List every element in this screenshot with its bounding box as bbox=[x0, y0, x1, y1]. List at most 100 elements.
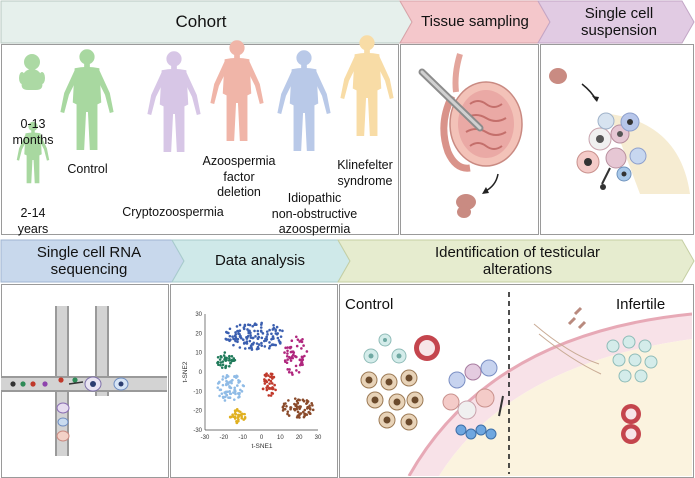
tsne-point bbox=[243, 347, 247, 350]
tsne-point bbox=[311, 408, 315, 412]
tsne-point bbox=[300, 340, 304, 344]
tsne-point bbox=[237, 396, 240, 399]
single-cell-suspension-title: Single cell suspension bbox=[581, 4, 657, 39]
tsne-point bbox=[231, 335, 234, 338]
tsne-point bbox=[263, 339, 266, 343]
tsne-point bbox=[237, 393, 241, 396]
tsne-point bbox=[279, 335, 283, 338]
tsne-point bbox=[295, 344, 299, 348]
tsne-point bbox=[220, 392, 224, 395]
tsne-point bbox=[235, 421, 239, 425]
tsne-point bbox=[226, 375, 230, 378]
tsne-point bbox=[222, 354, 226, 357]
tsne-point bbox=[238, 335, 242, 338]
suspension-illustration bbox=[549, 68, 690, 194]
control-cells bbox=[360, 333, 504, 440]
tsne-point bbox=[225, 330, 228, 334]
tsne-point bbox=[221, 395, 225, 399]
data-analysis-title: Data analysis bbox=[214, 252, 306, 270]
tsne-point bbox=[248, 339, 252, 343]
tsne-point bbox=[274, 329, 278, 333]
tsne-x-tick-label: 20 bbox=[296, 435, 303, 441]
tsne-point bbox=[265, 330, 269, 333]
tsne-point bbox=[251, 324, 254, 328]
tsne-point bbox=[236, 329, 239, 333]
tsne-point bbox=[221, 363, 225, 367]
tsne-point bbox=[278, 328, 282, 332]
tsne-point bbox=[236, 375, 239, 378]
tsne-point bbox=[236, 340, 239, 344]
tsne-point bbox=[265, 380, 269, 384]
tsne-point bbox=[236, 337, 240, 341]
tsne-point bbox=[249, 345, 253, 348]
tsne-point bbox=[285, 404, 288, 408]
tsne-point bbox=[228, 327, 232, 331]
cohort-figures bbox=[16, 35, 394, 184]
tsne-point bbox=[265, 335, 268, 339]
tsne-point bbox=[307, 406, 310, 409]
tsne-point bbox=[233, 334, 237, 338]
tsne-point bbox=[260, 323, 263, 326]
tsne-point bbox=[301, 337, 304, 341]
tsne-point bbox=[266, 384, 269, 388]
tsne-point bbox=[233, 374, 236, 378]
tsne-point bbox=[282, 404, 285, 408]
tsne-point bbox=[301, 363, 304, 367]
tsne-point bbox=[298, 405, 301, 408]
tsne-points bbox=[216, 321, 315, 425]
tsne-point bbox=[268, 328, 271, 332]
tsne-point bbox=[221, 378, 224, 381]
beads bbox=[10, 377, 78, 387]
tsne-point bbox=[266, 333, 269, 336]
tsne-x-tick-label: -10 bbox=[238, 435, 247, 441]
tsne-point bbox=[229, 338, 232, 341]
tsne-point bbox=[232, 343, 235, 347]
tsne-point bbox=[261, 332, 265, 335]
tsne-point bbox=[256, 345, 260, 349]
tsne-point bbox=[298, 407, 301, 411]
tsne-point bbox=[300, 355, 304, 359]
identification-title: Identification of testicular alterations bbox=[434, 243, 601, 278]
tsne-point bbox=[233, 358, 237, 362]
tsne-point bbox=[285, 361, 289, 365]
tsne-point bbox=[288, 368, 291, 371]
tsne-point bbox=[274, 343, 278, 347]
tsne-point bbox=[217, 381, 221, 384]
tsne-point bbox=[226, 390, 229, 394]
tsne-point bbox=[216, 386, 220, 389]
tsne-xlabel: t-SNE1 bbox=[252, 443, 273, 450]
tsne-point bbox=[296, 402, 299, 405]
tsne-point bbox=[249, 336, 253, 339]
tsne-point bbox=[225, 356, 228, 360]
tissue-piece bbox=[456, 194, 476, 210]
tsne-point bbox=[260, 336, 264, 340]
tsne-point bbox=[248, 329, 251, 333]
tsne-point bbox=[260, 341, 263, 345]
tsne-point bbox=[264, 374, 268, 378]
tsne-point bbox=[227, 364, 231, 368]
tsne-point bbox=[301, 398, 305, 402]
tsne-point bbox=[291, 355, 294, 358]
tsne-point bbox=[234, 392, 237, 396]
tsne-point bbox=[274, 332, 278, 335]
tsne-point bbox=[289, 359, 293, 362]
tsne-point bbox=[254, 335, 257, 338]
data-analysis-panel bbox=[170, 284, 338, 478]
tsne-point bbox=[256, 329, 260, 333]
tsne-y-tick-label: 20 bbox=[195, 331, 202, 337]
tsne-point bbox=[286, 358, 289, 361]
tsne-point bbox=[228, 334, 232, 338]
tsne-x-tick-label: -30 bbox=[201, 435, 210, 441]
tsne-point bbox=[228, 396, 232, 400]
azoospermia-factor-label: Azoospermia factor deletion bbox=[202, 154, 276, 200]
tsne-point bbox=[272, 323, 275, 327]
tsne-point bbox=[235, 325, 239, 328]
tsne-point bbox=[263, 345, 267, 348]
control-side-label: Control bbox=[345, 296, 394, 313]
tsne-point bbox=[225, 358, 228, 362]
tsne-point bbox=[271, 377, 274, 380]
tsne-point bbox=[311, 404, 314, 407]
infant-figure bbox=[19, 54, 45, 90]
